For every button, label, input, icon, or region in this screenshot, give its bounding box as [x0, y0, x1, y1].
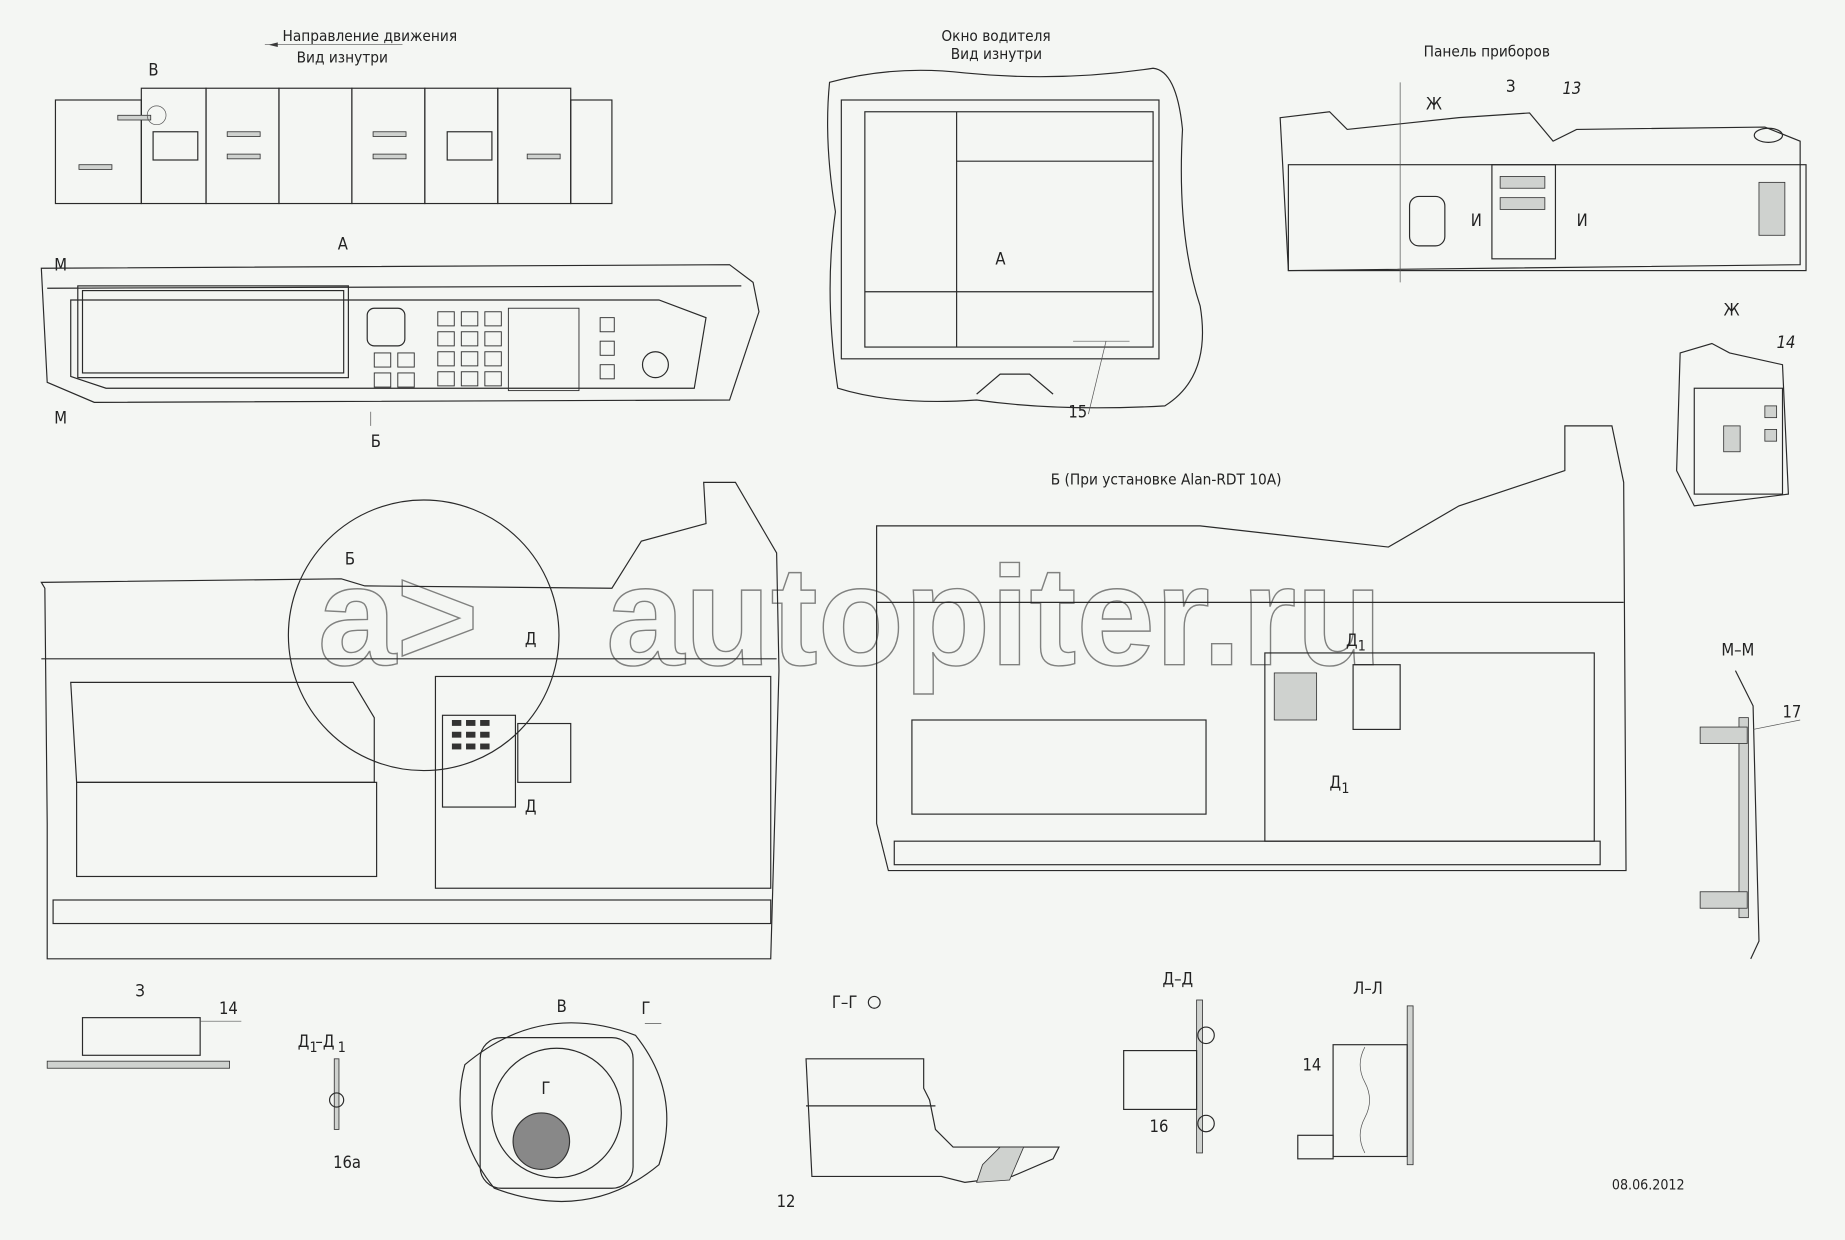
label-d1-bottom: Д — [1330, 773, 1342, 792]
label-zh-view: Ж — [1724, 300, 1740, 319]
callout-17: 17 — [1783, 703, 1802, 722]
label-zh-arrow: Ж — [1426, 94, 1442, 113]
drawing-date: 08.06.2012 — [1612, 1177, 1685, 1193]
callout-16: 16 — [1150, 1117, 1169, 1136]
label-v: В — [148, 60, 158, 79]
section-z-title: З — [135, 981, 144, 1000]
watermark-text: autopiter.ru — [606, 537, 1382, 695]
subscript-1: 1 — [310, 1040, 318, 1056]
label-a-window: А — [995, 250, 1006, 269]
callout-12: 12 — [777, 1192, 796, 1211]
callout-z: З — [1506, 77, 1515, 96]
watermark-logo: a> — [318, 537, 479, 695]
subscript-1: 1 — [338, 1040, 346, 1056]
section-d1-d1: Д 1 –Д 1 16а — [298, 1032, 361, 1172]
direction-title: Направление движения — [283, 27, 458, 45]
subscript-1: 1 — [1358, 639, 1366, 655]
callout-13: 13 — [1563, 79, 1582, 98]
label-g-inner: Г — [541, 1079, 550, 1098]
label-b-circle: Б — [345, 550, 355, 569]
callout-16a: 16а — [333, 1153, 361, 1172]
label-i-right: И — [1577, 211, 1588, 230]
label-d1-top: Д — [1346, 631, 1358, 650]
label-g-ref: Г — [641, 999, 650, 1018]
section-d-d-title: Д–Д — [1163, 970, 1194, 989]
instrument-panel-title: Панель приборов — [1424, 42, 1550, 60]
driver-window-subtitle: Вид изнутри — [951, 45, 1042, 63]
view-v-speaker: В Г Г — [459, 997, 668, 1203]
section-d1d1-title-2: –Д — [315, 1032, 334, 1051]
section-d-d: Д–Д 16 — [1123, 970, 1215, 1154]
view-zh: Ж 14 — [1676, 300, 1796, 507]
label-m-bottom: М — [54, 409, 67, 428]
section-g-g: Г–Г 12 — [777, 993, 1060, 1211]
label-m-top: М — [54, 256, 67, 275]
view-instrument-panel: Панель приборов Ж З 13 И И — [1279, 42, 1807, 283]
label-a: А — [338, 234, 349, 253]
section-m-m: М–М 17 — [1699, 640, 1802, 960]
direction-subtitle: Вид изнутри — [297, 48, 388, 66]
callout-14-z: 14 — [219, 999, 238, 1018]
section-l-l-title: Л–Л — [1353, 979, 1383, 998]
watermark: a> autopiter.ru — [317, 536, 1383, 695]
section-z: З 14 — [46, 981, 242, 1069]
label-d-top: Д — [525, 630, 537, 649]
view-roof-strip: Направление движения Вид изнутри В — [54, 27, 613, 205]
section-d1d1-title: Д — [298, 1032, 310, 1051]
view-b-alan-rdt: Б (При установке Alan-RDT 10A) Д 1 Д 1 — [876, 425, 1627, 872]
view-b-title: Б (При установке Alan-RDT 10A) — [1051, 471, 1282, 489]
view-a-dashboard: А М М Б — [40, 234, 760, 451]
callout-15: 15 — [1068, 403, 1087, 422]
callout-14-zh: 14 — [1777, 333, 1796, 352]
callout-14-ll: 14 — [1303, 1056, 1322, 1075]
view-driver-window: Окно водителя Вид изнутри А 15 — [827, 27, 1204, 422]
section-m-m-title: М–М — [1721, 640, 1754, 659]
label-b-arrow: Б — [371, 432, 381, 451]
label-d-bottom: Д — [525, 797, 537, 816]
view-b-left: Б Д Д — [40, 481, 780, 960]
view-v-title: В — [557, 997, 567, 1016]
section-l-l: Л–Л 14 — [1297, 979, 1414, 1166]
section-g-g-title: Г–Г — [832, 993, 857, 1012]
driver-window-title: Окно водителя — [941, 27, 1050, 45]
subscript-1: 1 — [1341, 781, 1349, 797]
label-i-left: И — [1471, 211, 1482, 230]
